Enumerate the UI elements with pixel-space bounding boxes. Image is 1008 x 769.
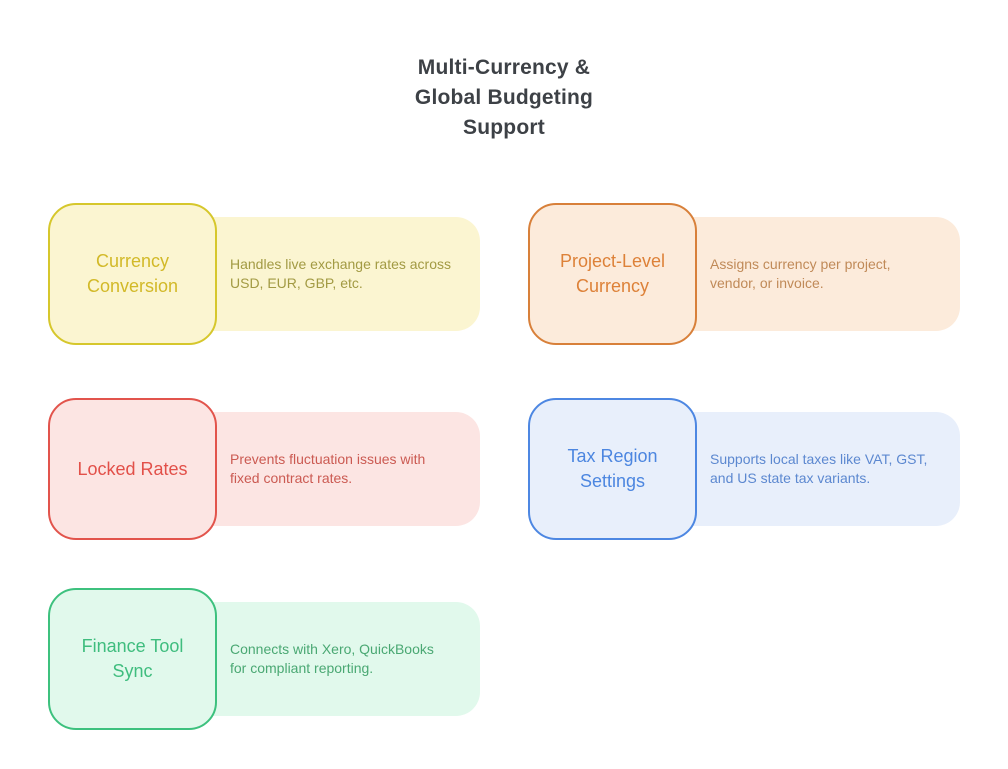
page-title-line: Global Budgeting: [414, 86, 594, 109]
card-description: Prevents fluctuation issues with fixed c…: [105, 450, 437, 488]
page-title: Multi-Currency & Global Budgeting Suppor…: [0, 53, 1008, 143]
card-description-line: vendor, or invoice.: [710, 275, 824, 291]
card-title: Currency Conversion: [79, 249, 186, 299]
feature-card-tax-region-settings: Supports local taxes like VAT, GST, and …: [528, 398, 962, 540]
card-title-line: Project-Level: [559, 251, 666, 271]
card-description: Handles live exchange rates across USD, …: [105, 255, 463, 293]
card-description: Assigns currency per project, vendor, or…: [585, 255, 903, 293]
card-title: Tax Region Settings: [559, 444, 665, 494]
page-title-line: Support: [463, 116, 545, 139]
card-description-line: Prevents fluctuation issues with: [230, 451, 426, 467]
feature-card-finance-tool-sync: Connects with Xero, QuickBooks for compl…: [48, 588, 482, 730]
card-description: Supports local taxes like VAT, GST, and …: [585, 450, 939, 488]
card-description-line: fixed contract rates.: [230, 470, 353, 486]
card-title: Locked Rates: [69, 457, 195, 482]
card-label-box: Currency Conversion: [48, 203, 217, 345]
card-title: Project-Level Currency: [552, 249, 673, 299]
card-title-line: Settings: [579, 471, 646, 491]
card-description-line: Connects with Xero, QuickBooks: [230, 641, 434, 657]
card-description-line: Handles live exchange rates across: [230, 256, 452, 272]
feature-card-currency-conversion: Handles live exchange rates across USD, …: [48, 203, 482, 345]
card-title-line: Tax Region: [567, 446, 658, 466]
card-description-line: for compliant reporting.: [230, 660, 374, 676]
card-label-box: Project-Level Currency: [528, 203, 697, 345]
card-title-line: Conversion: [86, 276, 179, 296]
card-description: Connects with Xero, QuickBooks for compl…: [105, 640, 446, 678]
card-title: Finance Tool Sync: [74, 634, 192, 684]
card-label-box: Finance Tool Sync: [48, 588, 217, 730]
card-title-line: Locked Rates: [77, 458, 188, 479]
card-title-line: Finance Tool: [81, 636, 184, 656]
card-title-line: Sync: [112, 661, 153, 681]
card-description-line: Supports local taxes like VAT, GST,: [710, 451, 928, 467]
card-label-box: Locked Rates: [48, 398, 217, 540]
feature-card-project-level-currency: Assigns currency per project, vendor, or…: [528, 203, 962, 345]
card-title-line: Currency: [575, 276, 649, 296]
card-description-line: USD, EUR, GBP, etc.: [230, 275, 363, 291]
card-description-line: Assigns currency per project,: [710, 256, 891, 272]
card-description-line: and US state tax variants.: [710, 470, 871, 486]
card-title-line: Currency: [95, 251, 169, 271]
page-title-line: Multi-Currency &: [417, 56, 591, 79]
feature-card-locked-rates: Prevents fluctuation issues with fixed c…: [48, 398, 482, 540]
card-label-box: Tax Region Settings: [528, 398, 697, 540]
